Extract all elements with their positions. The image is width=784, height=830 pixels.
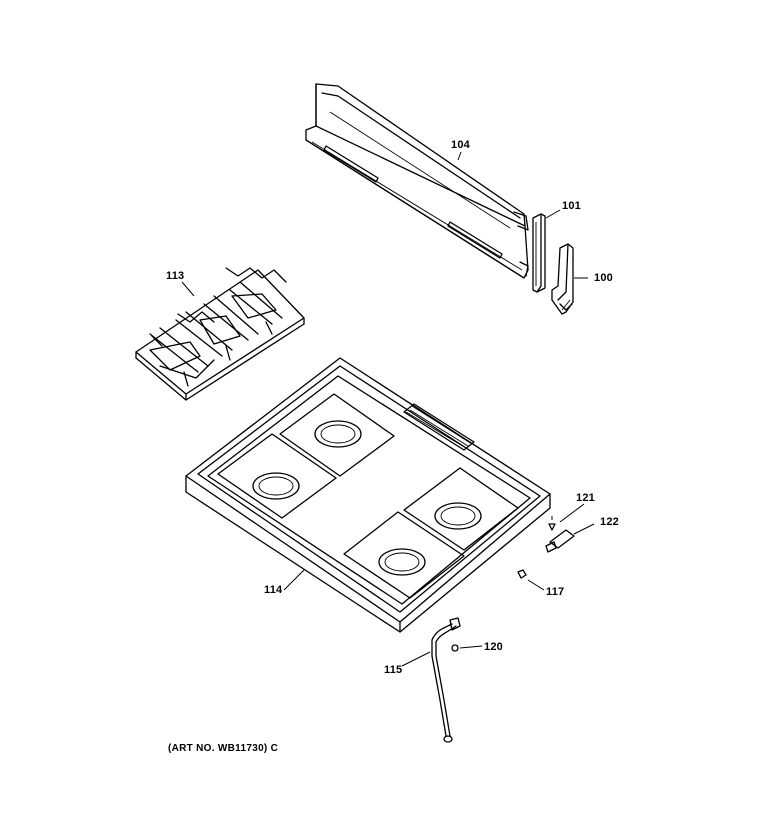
part-label-113: 113 [166, 270, 185, 282]
bracket-drawing [551, 243, 574, 315]
part-label-121: 121 [576, 492, 595, 504]
cooktop-drawing [185, 357, 551, 633]
art-number-caption: (ART NO. WB11730) C [168, 743, 279, 754]
part-label-120: 120 [484, 641, 503, 653]
tube-drawing [431, 617, 461, 743]
leader-lines [181, 151, 595, 667]
part-label-117: 117 [546, 586, 565, 598]
part-label-114: 114 [264, 584, 283, 596]
part-label-104: 104 [451, 139, 470, 151]
screw-drawing [548, 516, 556, 531]
part-label-101: 101 [562, 200, 581, 212]
part-label-115: 115 [384, 664, 403, 676]
end-cap-drawing [532, 213, 546, 293]
clip-drawing [545, 529, 575, 553]
backguard-drawing [305, 83, 529, 279]
grate-drawing [135, 267, 305, 401]
nut-drawing [517, 569, 527, 579]
part-label-122: 122 [600, 516, 619, 528]
part-label-100: 100 [594, 272, 613, 284]
